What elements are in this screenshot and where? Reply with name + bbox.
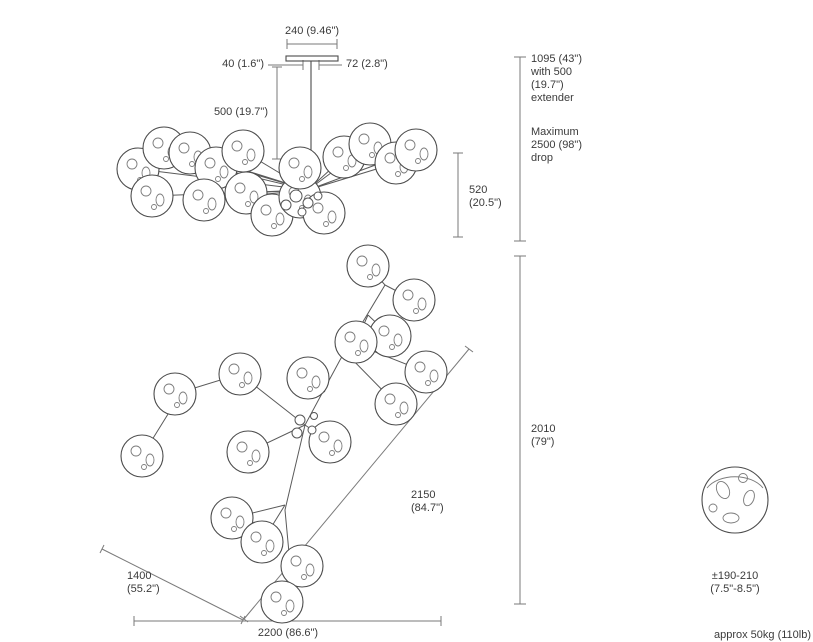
dim-label-rod-length: 500 (19.7") xyxy=(213,106,268,118)
dim-label-plan-width: 2200 (86.6") xyxy=(257,627,319,639)
side-view-drawing xyxy=(116,55,438,237)
dim-label-diagonal-left: 1400 (55.2") xyxy=(127,570,160,595)
dim-label-canopy-width: 240 (9.46") xyxy=(284,25,340,37)
dim-label-plan-height: 2010 (79") xyxy=(531,423,556,448)
dim-label-stem-offset-left: 40 (1.6") xyxy=(222,58,264,70)
dim-label-max-drop: Maximum 2500 (98") drop xyxy=(531,126,582,164)
dim-label-fixture-height: 520 (20.5") xyxy=(469,184,502,209)
weight-note: approx 50kg (110lb) xyxy=(713,629,811,641)
globe-detail-drawing xyxy=(701,466,769,534)
plan-view-drawing xyxy=(120,244,448,624)
dim-label-diagonal-right: 2150 (84.7") xyxy=(411,489,444,514)
dim-label-stem-offset-right: 72 (2.8") xyxy=(346,58,388,70)
dim-label-globe-diameter: ±190-210 (7.5"-8.5") xyxy=(710,570,760,595)
dimension-lines xyxy=(99,39,526,626)
dim-label-overall-drop: 1095 (43") with 500 (19.7") extender xyxy=(531,53,582,104)
